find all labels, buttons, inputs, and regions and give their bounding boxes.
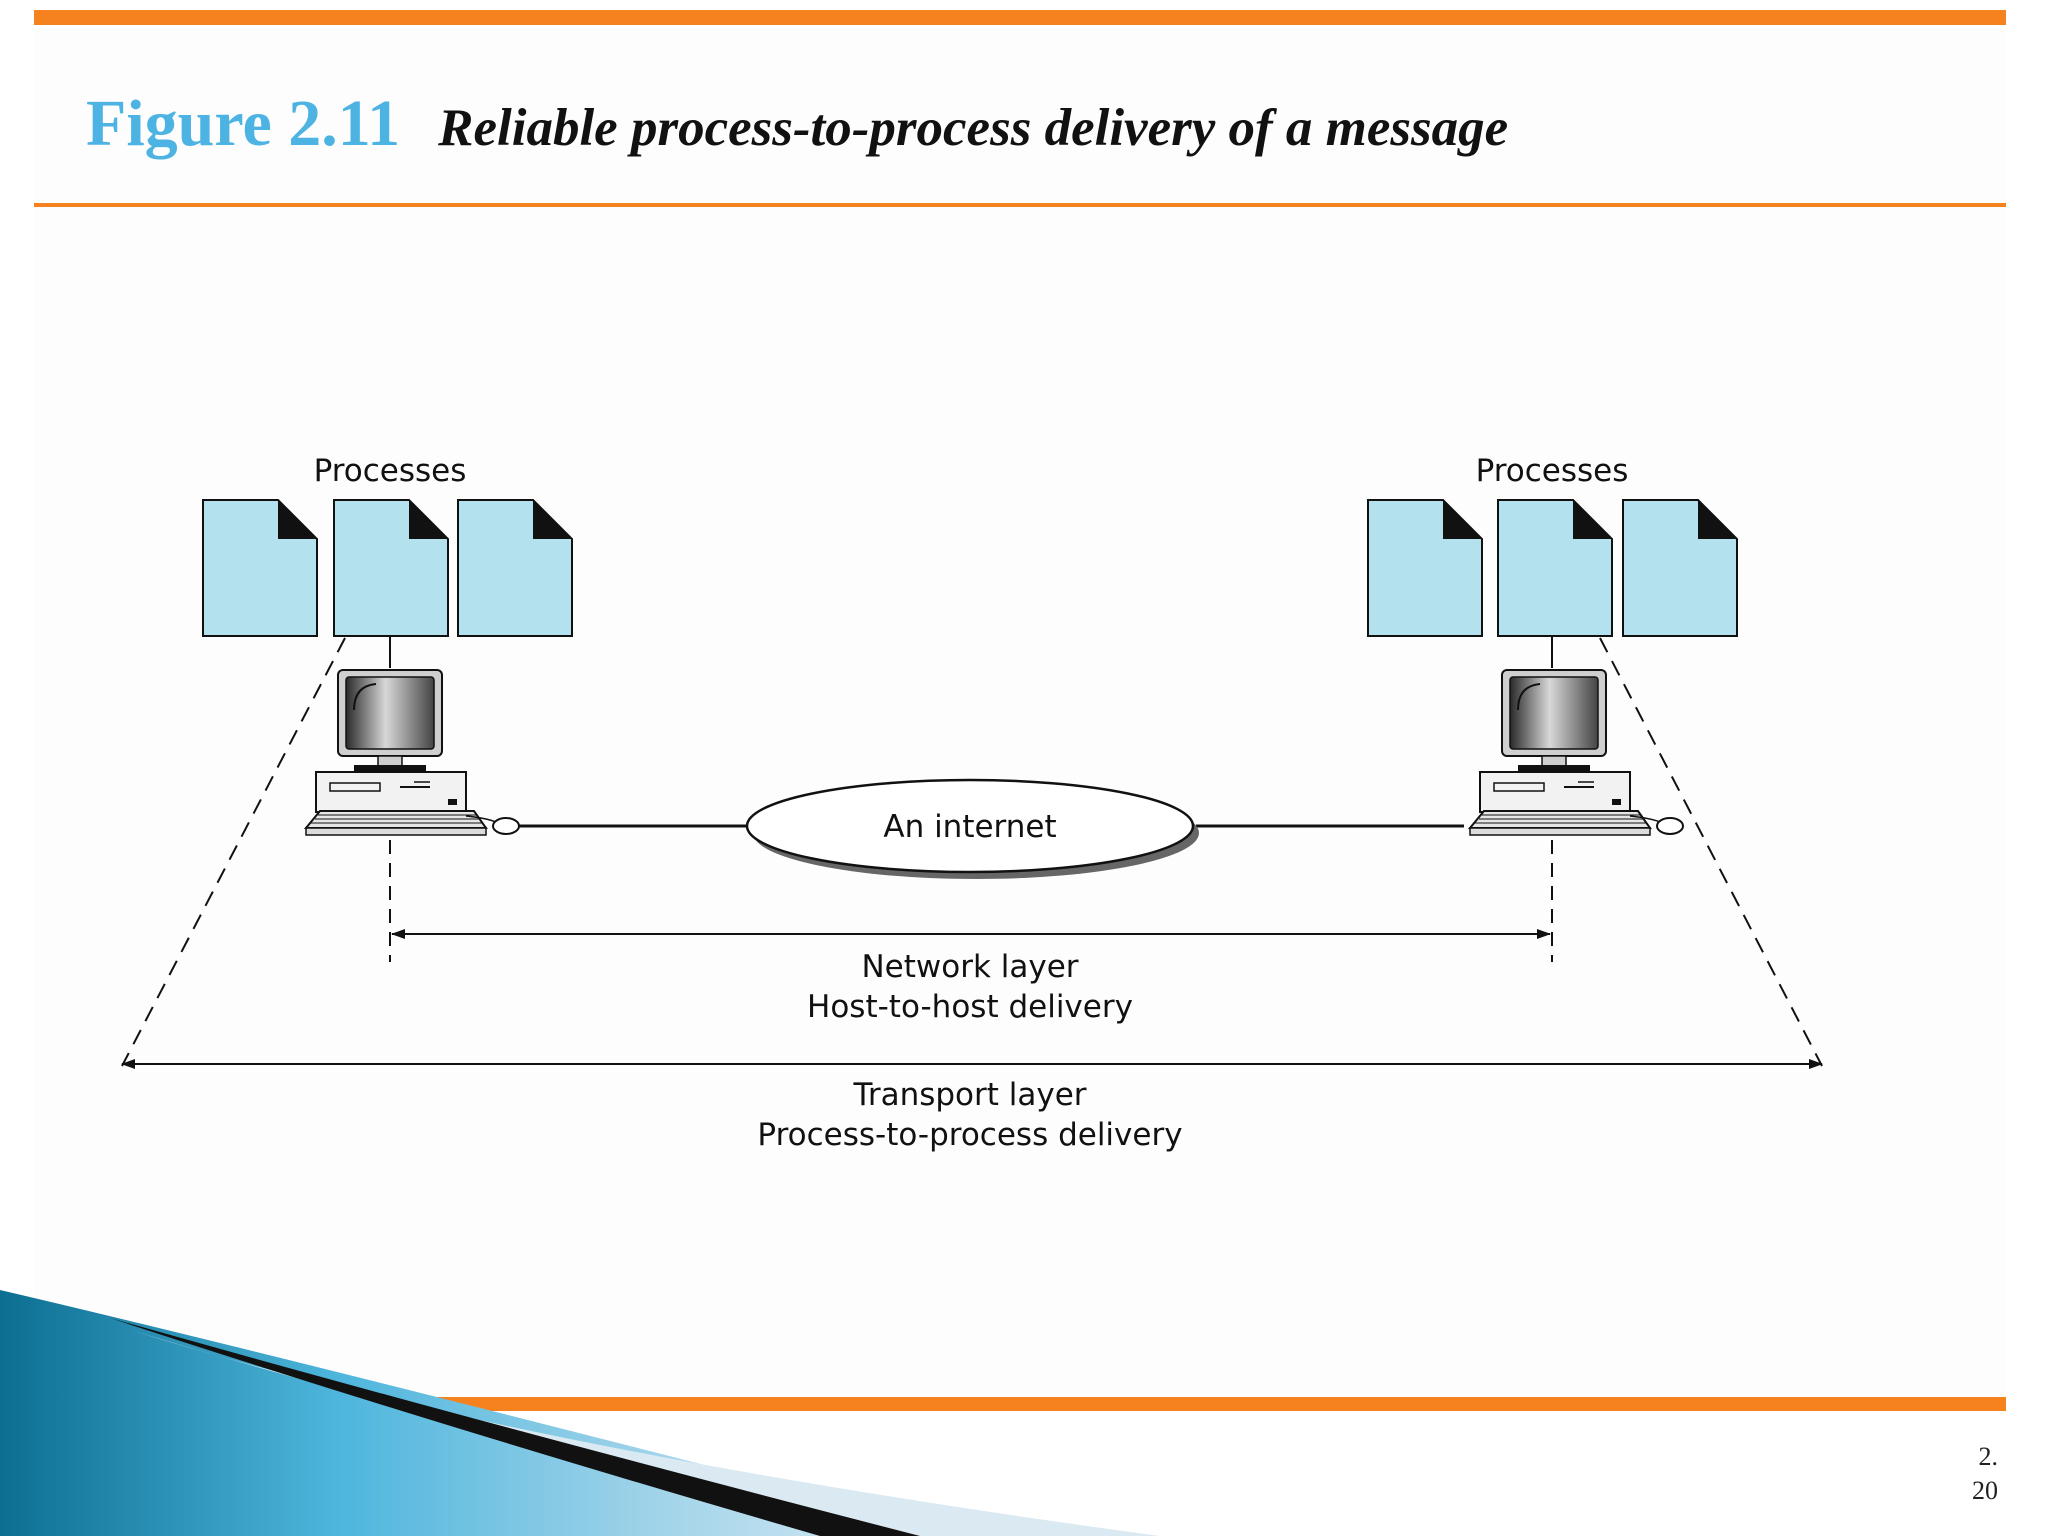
- process-to-process-label: Process-to-process delivery: [757, 1117, 1182, 1153]
- slide-title: Figure 2.11 Reliable process-to-process …: [86, 86, 1508, 166]
- figure-number: Figure 2.11: [86, 87, 401, 160]
- host-to-host-label: Host-to-host delivery: [807, 989, 1133, 1025]
- left-processes-label: Processes: [314, 453, 467, 489]
- network-layer-label: Network layer: [861, 949, 1078, 985]
- transport-layer-label: Transport layer: [852, 1077, 1086, 1113]
- page-number: 2. 20: [1972, 1442, 1998, 1505]
- figure-caption: Reliable process-to-process delivery of …: [438, 99, 1509, 157]
- right-processes-label: Processes: [1476, 453, 1629, 489]
- bottom-accent-bar: [34, 1397, 2006, 1411]
- top-accent-bar: [34, 10, 2006, 25]
- internet-label: An internet: [883, 809, 1056, 845]
- title-underline-bar: [34, 203, 2006, 207]
